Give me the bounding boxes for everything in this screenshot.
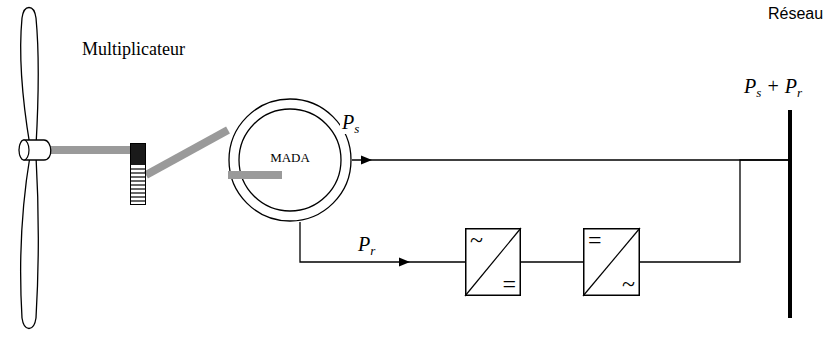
turbine-shaft bbox=[44, 146, 131, 154]
power-label: Ps bbox=[340, 110, 361, 134]
turbine-hub bbox=[19, 140, 29, 160]
connector-line bbox=[300, 222, 465, 262]
space bbox=[761, 75, 766, 97]
symbol: P bbox=[744, 75, 756, 97]
grid-bus: Réseau bbox=[788, 110, 792, 318]
space bbox=[780, 75, 785, 97]
arrow-head bbox=[361, 156, 372, 165]
stator-circle bbox=[229, 99, 351, 221]
gear-teeth bbox=[130, 168, 146, 169]
converter-outline bbox=[584, 229, 640, 296]
converter-diagonal bbox=[583, 228, 640, 296]
gear-teeth bbox=[130, 184, 146, 185]
connector-line bbox=[640, 160, 788, 262]
symbol: P bbox=[342, 111, 354, 133]
symbol: P bbox=[785, 75, 797, 97]
grid-bus-outline bbox=[788, 110, 792, 318]
rotor-shaft bbox=[228, 171, 282, 179]
connector-line bbox=[521, 261, 583, 262]
connector bbox=[300, 222, 465, 267]
node-label: = bbox=[588, 228, 602, 252]
gear-teeth bbox=[130, 200, 146, 201]
operator: + bbox=[766, 75, 780, 97]
gear-outline bbox=[131, 144, 146, 205]
node-label: ~ bbox=[470, 228, 483, 252]
node-label: MADA bbox=[270, 151, 310, 164]
subscript: s bbox=[354, 121, 359, 136]
subscript: r bbox=[370, 243, 375, 258]
rotor-circle bbox=[239, 109, 341, 211]
node-label: Multiplicateur bbox=[82, 40, 185, 58]
converter-outline bbox=[466, 229, 521, 296]
node-label: = bbox=[502, 272, 516, 296]
power-sum-label: Ps + Pr bbox=[742, 74, 804, 98]
connector-line bbox=[146, 130, 228, 175]
power-label: Pr bbox=[356, 232, 377, 256]
gear-teeth bbox=[130, 180, 146, 181]
gearbox-outline bbox=[130, 143, 146, 205]
node-label: ~ bbox=[622, 272, 635, 296]
gearbox: Multiplicateur bbox=[130, 143, 146, 205]
subscript: s bbox=[756, 85, 761, 100]
connector bbox=[640, 160, 788, 262]
generator-circle: MADA bbox=[228, 98, 352, 222]
gear-teeth bbox=[130, 172, 146, 173]
turbine-blade bbox=[21, 8, 39, 147]
turbine-hub bbox=[20, 140, 51, 160]
connector bbox=[352, 156, 788, 165]
gear-body bbox=[130, 143, 146, 165]
arrow-head bbox=[399, 258, 410, 267]
turbine-blade bbox=[21, 156, 39, 329]
grid-bus-bar bbox=[788, 110, 792, 318]
connector bbox=[521, 262, 583, 263]
connector bbox=[146, 130, 228, 175]
converter-box: =~ bbox=[583, 228, 640, 296]
gear-teeth bbox=[130, 196, 146, 197]
converter-diagonal bbox=[465, 228, 521, 296]
symbol: P bbox=[358, 233, 370, 255]
gear-teeth bbox=[130, 192, 146, 193]
gear-teeth bbox=[130, 188, 146, 189]
converter-box: ~= bbox=[465, 228, 521, 296]
connector-line bbox=[352, 159, 788, 160]
node-label: Réseau bbox=[768, 6, 823, 22]
subscript: r bbox=[797, 85, 802, 100]
gear-teeth bbox=[130, 176, 146, 177]
